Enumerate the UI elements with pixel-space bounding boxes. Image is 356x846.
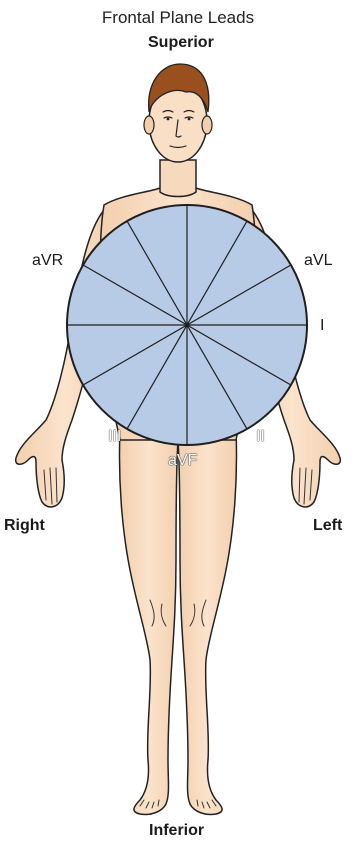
lead-avf-label: aVF [168,452,197,470]
lead-ii-label: II [256,428,265,446]
left-label: Left [313,517,342,535]
neck [160,160,196,197]
right-label: Right [4,517,45,535]
lead-iii-label: III [108,428,121,446]
superior-label: Superior [148,34,214,52]
lead-circle [67,205,307,445]
legs [119,430,236,815]
inferior-label: Inferior [149,822,204,840]
lead-avl-label: aVL [304,252,332,270]
diagram-title: Frontal Plane Leads [0,8,356,28]
lead-i-label: I [320,317,324,335]
lead-avr-label: aVR [32,252,63,270]
head [144,64,212,162]
